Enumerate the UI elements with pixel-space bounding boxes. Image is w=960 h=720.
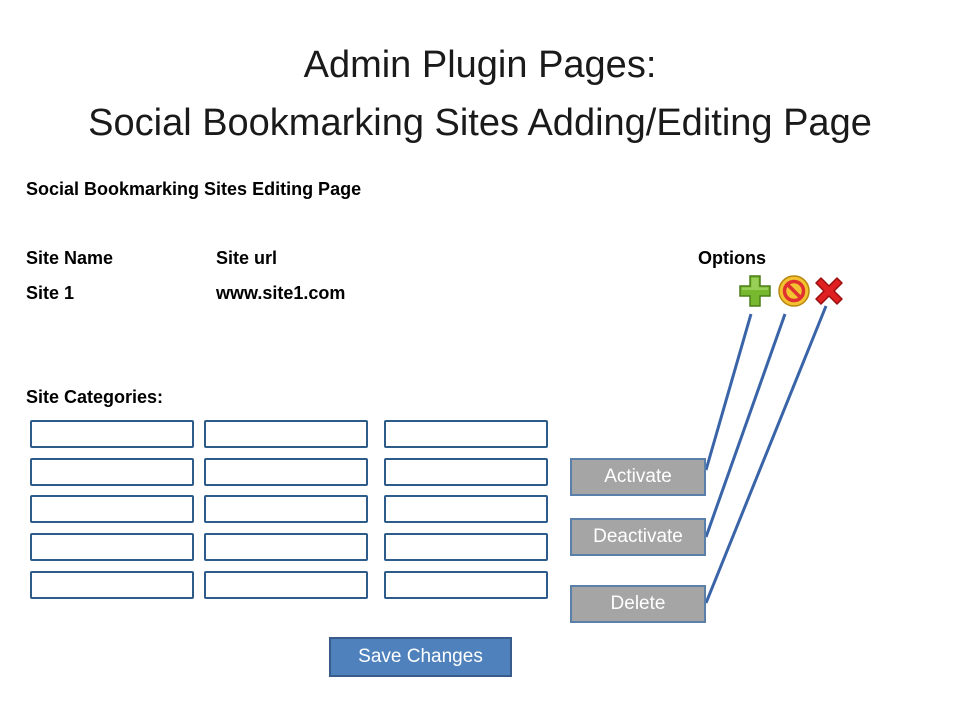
deactivate-button[interactable]: Deactivate bbox=[570, 518, 706, 556]
column-header-site-url: Site url bbox=[216, 248, 278, 268]
category-field-r4-c2[interactable] bbox=[204, 533, 368, 561]
site-name-cell: Site 1 bbox=[26, 283, 75, 303]
category-field-r2-c1[interactable] bbox=[30, 458, 194, 486]
delete-connector-line bbox=[704, 305, 828, 604]
category-field-r3-c2[interactable] bbox=[204, 495, 368, 523]
save-changes-button[interactable]: Save Changes bbox=[329, 637, 512, 677]
category-field-r5-c3[interactable] bbox=[384, 571, 548, 599]
site-url-cell: www.site1.com bbox=[216, 283, 346, 303]
activate-connector-line bbox=[704, 313, 753, 471]
category-field-r1-c3[interactable] bbox=[384, 420, 548, 448]
plus-icon[interactable] bbox=[738, 274, 772, 308]
category-field-r2-c3[interactable] bbox=[384, 458, 548, 486]
deactivate-connector-line bbox=[704, 313, 787, 538]
page-title-line2: Social Bookmarking Sites Adding/Editing … bbox=[88, 102, 872, 144]
column-header-site-name: Site Name bbox=[26, 248, 114, 268]
category-field-r2-c2[interactable] bbox=[204, 458, 368, 486]
category-field-r5-c1[interactable] bbox=[30, 571, 194, 599]
category-field-r3-c3[interactable] bbox=[384, 495, 548, 523]
page-title-line1: Admin Plugin Pages: bbox=[303, 44, 657, 86]
delete-button[interactable]: Delete bbox=[570, 585, 706, 623]
prohibited-icon[interactable] bbox=[777, 274, 811, 308]
category-field-r5-c2[interactable] bbox=[204, 571, 368, 599]
category-field-r4-c1[interactable] bbox=[30, 533, 194, 561]
x-icon[interactable] bbox=[812, 274, 846, 308]
site-categories-label: Site Categories: bbox=[26, 387, 164, 407]
category-field-r1-c1[interactable] bbox=[30, 420, 194, 448]
category-field-r3-c1[interactable] bbox=[30, 495, 194, 523]
category-field-r1-c2[interactable] bbox=[204, 420, 368, 448]
column-header-options: Options bbox=[698, 248, 766, 268]
category-field-r4-c3[interactable] bbox=[384, 533, 548, 561]
activate-button[interactable]: Activate bbox=[570, 458, 706, 496]
section-title: Social Bookmarking Sites Editing Page bbox=[26, 179, 362, 199]
